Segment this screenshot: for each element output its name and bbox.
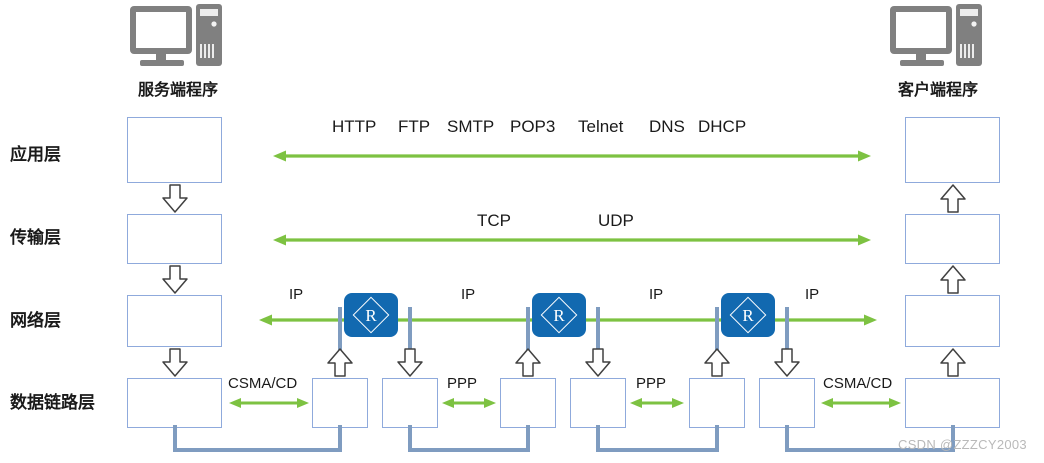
router-1-up-arrow bbox=[324, 348, 356, 378]
protocol-ppp-left: PPP bbox=[447, 375, 478, 392]
server-transport-box bbox=[127, 214, 222, 264]
server-network-box bbox=[127, 295, 222, 347]
datalink-box-r1-left bbox=[312, 378, 368, 428]
client-arrow-network-to-transport bbox=[937, 265, 969, 295]
client-computer-icon bbox=[888, 4, 988, 72]
router-1-down-arrow bbox=[394, 348, 426, 378]
client-arrow-transport-to-app bbox=[937, 184, 969, 214]
router-2: R bbox=[532, 293, 586, 337]
protocol-ftp: FTP bbox=[398, 117, 431, 136]
protocol-smtp: SMTP bbox=[447, 117, 495, 136]
router-3-stems bbox=[707, 295, 807, 385]
protocol-http: HTTP bbox=[332, 117, 377, 136]
layer-label-transport: 传输层 bbox=[10, 228, 61, 247]
protocol-csma-cd-left: CSMA/CD bbox=[228, 375, 298, 392]
router-3: R bbox=[721, 293, 775, 337]
physical-link-connectors bbox=[120, 425, 1030, 463]
client-caption: 客户端程序 bbox=[897, 82, 978, 99]
layer-label-datalink: 数据链路层 bbox=[10, 393, 95, 412]
protocol-pop3: POP3 bbox=[510, 117, 556, 136]
layer-label-network: 网络层 bbox=[10, 311, 61, 330]
datalink-box-r2-right bbox=[570, 378, 626, 428]
protocol-ip-4: IP bbox=[805, 286, 820, 303]
router-1-label: R bbox=[365, 305, 377, 325]
protocol-udp: UDP bbox=[598, 211, 634, 230]
client-arrow-datalink-to-network bbox=[937, 348, 969, 378]
router-1-stems bbox=[330, 295, 430, 385]
router-2-up-arrow bbox=[512, 348, 544, 378]
router-2-down-arrow bbox=[582, 348, 614, 378]
datalink-arrow-right bbox=[820, 394, 902, 412]
datalink-arrow-left bbox=[228, 394, 310, 412]
protocol-csma-cd-right: CSMA/CD bbox=[823, 375, 893, 392]
protocol-ip-2: IP bbox=[461, 286, 476, 303]
server-computer-icon bbox=[128, 4, 228, 72]
router-2-label: R bbox=[553, 305, 565, 325]
datalink-box-r2-left bbox=[500, 378, 556, 428]
layer-label-application: 应用层 bbox=[10, 145, 61, 164]
protocol-ip-1: IP bbox=[289, 286, 304, 303]
server-arrow-transport-to-network bbox=[159, 265, 191, 295]
client-application-box bbox=[905, 117, 1000, 183]
client-transport-box bbox=[905, 214, 1000, 264]
protocol-tcp: TCP bbox=[477, 211, 511, 230]
router-1: R bbox=[344, 293, 398, 337]
protocol-ppp-right: PPP bbox=[636, 375, 667, 392]
protocol-ip-3: IP bbox=[649, 286, 664, 303]
watermark: CSDN @ZZZCY2003 bbox=[898, 437, 1027, 452]
datalink-arrow-ppp-left bbox=[441, 394, 497, 412]
server-datalink-box bbox=[127, 378, 222, 428]
application-layer-arrow bbox=[272, 146, 872, 166]
protocol-telnet: Telnet bbox=[578, 117, 624, 136]
datalink-box-r3-right bbox=[759, 378, 815, 428]
router-3-down-arrow bbox=[771, 348, 803, 378]
protocol-dhcp: DHCP bbox=[698, 117, 747, 136]
transport-layer-arrow bbox=[272, 230, 872, 250]
datalink-box-r1-right bbox=[382, 378, 438, 428]
server-arrow-network-to-datalink bbox=[159, 348, 191, 378]
client-datalink-box bbox=[905, 378, 1000, 428]
router-3-up-arrow bbox=[701, 348, 733, 378]
router-2-stems bbox=[518, 295, 618, 385]
server-arrow-app-to-transport bbox=[159, 184, 191, 214]
client-network-box bbox=[905, 295, 1000, 347]
router-3-label: R bbox=[742, 305, 754, 325]
datalink-box-r3-left bbox=[689, 378, 745, 428]
datalink-arrow-ppp-right bbox=[629, 394, 685, 412]
server-application-box bbox=[127, 117, 222, 183]
protocol-dns: DNS bbox=[649, 117, 685, 136]
server-caption: 服务端程序 bbox=[137, 82, 218, 99]
